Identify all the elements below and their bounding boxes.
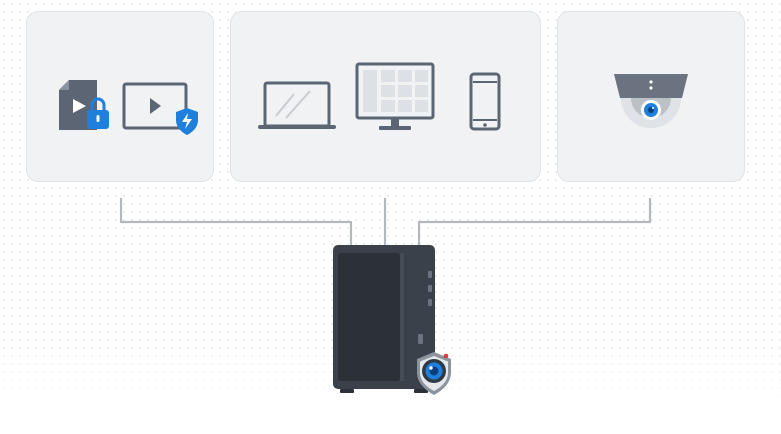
nas-hub xyxy=(330,243,460,395)
protected-video-file-icon xyxy=(59,80,109,130)
connector-left xyxy=(119,198,353,248)
cameras-panel xyxy=(557,11,745,182)
connector-right xyxy=(417,198,652,248)
surveillance-camera-badge-icon xyxy=(417,352,451,395)
monitor-icon xyxy=(355,62,435,130)
nas-server-icon xyxy=(333,245,451,395)
video-player-shield-icon xyxy=(122,82,198,135)
laptop-icon xyxy=(258,81,336,129)
smartphone-icon xyxy=(469,72,501,131)
protected-media-panel xyxy=(26,11,214,182)
dome-camera-icon xyxy=(614,74,688,128)
client-devices-panel xyxy=(230,11,541,182)
